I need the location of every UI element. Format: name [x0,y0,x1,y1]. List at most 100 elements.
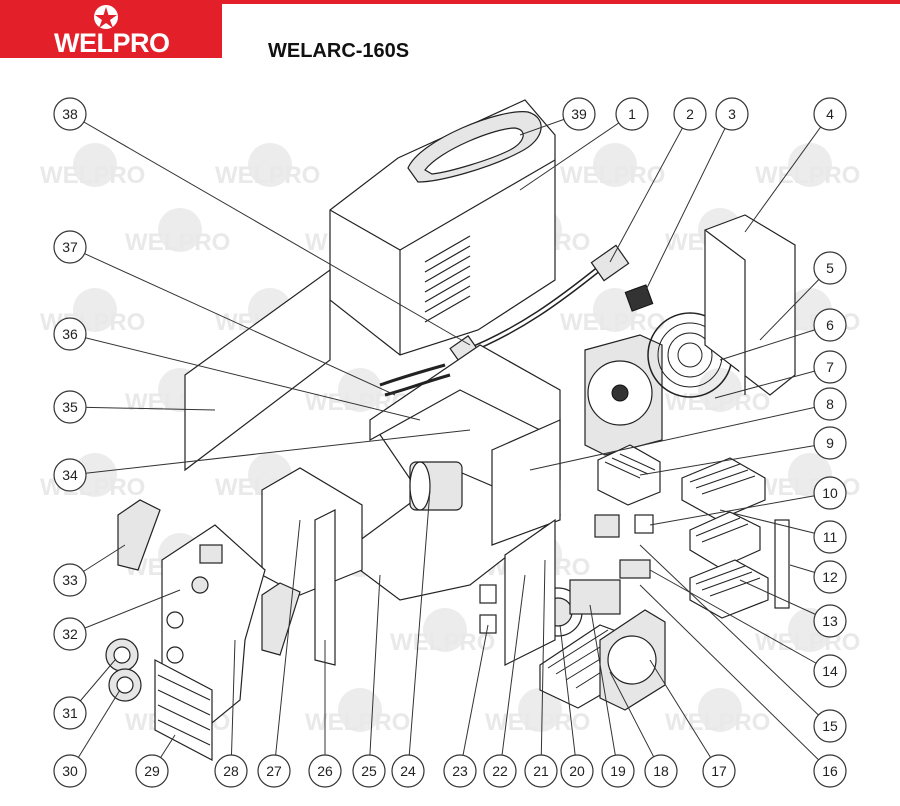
watermark: WELPRO [215,143,320,189]
callout-37: 37 [53,230,87,264]
part-main-pcb [491,419,561,546]
logo-star-icon [94,5,118,29]
callout-18: 18 [644,754,678,788]
callout-15: 15 [813,709,847,743]
callout-30: 30 [53,754,87,788]
watermark: WELPRO [560,288,665,336]
callout-25: 25 [352,754,386,788]
svg-text:WELPRO: WELPRO [125,229,230,256]
part-clip-upper [479,584,497,604]
callout-33: 33 [53,563,87,597]
callout-17: 17 [702,754,736,788]
callout-label: 36 [62,326,78,342]
callout-19: 19 [601,754,635,788]
svg-text:WELPRO: WELPRO [665,709,770,736]
brand-logo: WELPRO [0,0,222,58]
callout-label: 33 [62,572,78,588]
watermark: WELPRO [755,143,860,189]
callout-10: 10 [813,476,847,510]
callout-label: 9 [826,435,834,451]
watermark: WELPRO [560,143,665,189]
callout-29: 29 [135,754,169,788]
watermark: WELPRO [40,288,145,336]
callout-22: 22 [483,754,517,788]
callout-label: 30 [62,763,78,779]
part-heatsink-11 [681,457,766,521]
svg-text:WELPRO: WELPRO [485,709,590,736]
svg-text:WELPRO: WELPRO [560,162,665,189]
part-pcb-components [594,514,654,579]
logo-text: WELPRO [54,28,170,58]
callout-label: 12 [822,569,838,585]
callout-label: 5 [826,260,834,276]
callout-34: 34 [53,458,87,492]
watermark-text: WELPRO [40,162,145,189]
part-vertical-board [504,518,556,666]
watermark: WELPRO [390,608,495,656]
callout-16: 16 [813,754,847,788]
callout-label: 20 [569,763,585,779]
part-bracket-bar [774,519,790,609]
watermark: WELPRO [665,368,770,416]
callout-5: 5 [813,251,847,285]
callout-28: 28 [214,754,248,788]
part-front-grille [154,659,213,761]
callout-14: 14 [813,654,847,688]
part-choke-cylinder [409,461,463,511]
watermark: WELPRO [125,208,230,256]
callout-label: 24 [400,763,416,779]
part-front-bracket [314,509,336,666]
svg-text:WELPRO: WELPRO [390,629,495,656]
watermark: WELPRO [40,143,145,189]
callout-label: 39 [571,106,587,122]
callout-8: 8 [813,387,847,421]
callout-label: 19 [610,763,626,779]
callout-label: 29 [144,763,160,779]
svg-text:WELPRO: WELPRO [215,162,320,189]
callout-7: 7 [813,350,847,384]
callout-20: 20 [560,754,594,788]
callout-label: 21 [533,763,549,779]
callout-9: 9 [813,426,847,460]
callout-label: 14 [822,663,838,679]
callout-label: 32 [62,626,78,642]
callout-21: 21 [524,754,558,788]
callout-label: 2 [686,106,694,122]
callout-4: 4 [813,97,847,131]
svg-text:WELPRO: WELPRO [755,629,860,656]
callout-label: 38 [62,106,78,122]
callout-27: 27 [257,754,291,788]
callout-12: 12 [813,560,847,594]
svg-text:WELPRO: WELPRO [305,709,410,736]
part-carry-handle [407,111,542,183]
callout-23: 23 [443,754,477,788]
part-cooling-fan [584,334,663,456]
callout-label: 26 [317,763,333,779]
callout-32: 32 [53,617,87,651]
top-accent-bar [0,0,900,4]
callout-13: 13 [813,604,847,638]
part-power-switch [624,284,654,312]
callout-1: 1 [615,97,649,131]
callout-39: 39 [562,97,596,131]
callout-label: 22 [492,763,508,779]
callout-26: 26 [308,754,342,788]
callout-label: 18 [653,763,669,779]
part-rear-fan [599,609,666,711]
part-rear-panel [704,214,796,396]
part-connector-31 [105,638,139,672]
callout-label: 28 [223,763,239,779]
svg-text:WELPRO: WELPRO [665,389,770,416]
callout-6: 6 [813,308,847,342]
part-heatsink-13 [689,511,761,569]
callout-label: 35 [62,399,78,415]
callout-label: 15 [822,718,838,734]
callout-label: 11 [823,529,838,545]
callout-label: 16 [822,763,838,779]
callout-11: 11 [813,520,847,554]
callout-label: 37 [62,239,78,255]
watermark: WELPRO [305,688,410,736]
callout-31: 31 [53,696,87,730]
callout-label: 3 [728,106,736,122]
